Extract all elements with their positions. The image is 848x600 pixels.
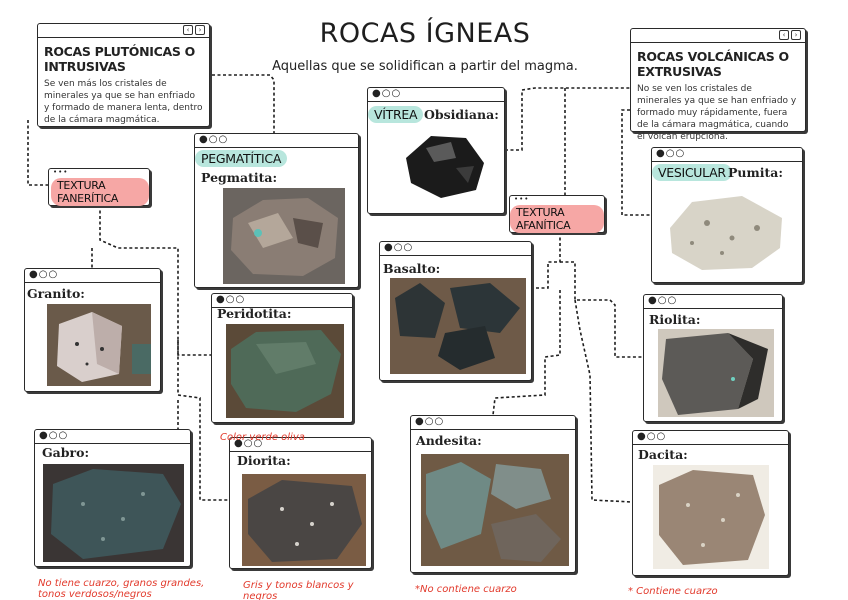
faneritica-window: ••• TEXTURA FANERÍTICA <box>48 168 150 206</box>
gabro-label: Gabro: <box>42 445 89 460</box>
diorita-note: Gris y tonos blancos y negros <box>243 580 383 600</box>
obsidiana-label: Obsidiana: <box>424 107 499 122</box>
window-titlebar: ●○○ <box>633 431 788 445</box>
faneritica-tag: TEXTURA FANERÍTICA <box>51 178 149 206</box>
volcanic-heading: ROCAS VOLCÁNICAS O EXTRUSIVAS <box>637 49 805 79</box>
window-titlebar: ●○○ <box>380 242 531 256</box>
peridotita-note: Color verde oliva <box>220 432 305 443</box>
pegmatita-label: Pegmatita: <box>201 170 277 185</box>
diorita-photo <box>242 474 366 566</box>
pumita-label: Pumita: <box>728 165 783 180</box>
window-forward-icon: › <box>195 25 205 35</box>
window-titlebar: ‹ › <box>631 29 805 43</box>
volcanic-info-window: ‹ › ROCAS VOLCÁNICAS O EXTRUSIVAS No se … <box>630 28 806 132</box>
pegmatitica-tag: PEGMATÍTICA <box>195 150 287 167</box>
andesita-note: *No contiene cuarzo <box>415 584 517 595</box>
window-back-icon: ‹ <box>183 25 193 35</box>
riolita-window: ●○○ Riolita: <box>643 294 783 422</box>
riolita-photo <box>658 329 774 417</box>
obsidiana-window: ●○○ VÍTREA Obsidiana: <box>367 87 505 214</box>
window-titlebar: ●○○ <box>644 295 782 309</box>
granito-window: ●○○ Granito: <box>24 268 161 392</box>
andesita-label: Andesita: <box>416 433 482 448</box>
obsidiana-photo <box>396 128 491 203</box>
basalto-label: Basalto: <box>383 261 440 276</box>
diorita-window: ●○○ Diorita: <box>229 437 372 569</box>
diorita-label: Diorita: <box>237 453 291 468</box>
granito-label: Granito: <box>27 286 85 301</box>
pumita-photo <box>662 188 790 276</box>
window-titlebar: ••• <box>49 169 149 177</box>
window-titlebar: ●○○ <box>195 134 358 148</box>
window-titlebar: ●○○ <box>652 148 802 162</box>
window-titlebar: ●○○ <box>411 416 575 430</box>
afanitica-tag: TEXTURA AFANÍTICA <box>510 205 604 233</box>
andesita-window: ●○○ Andesita: <box>410 415 576 573</box>
dacita-window: ●○○ Dacita: <box>632 430 789 576</box>
peridotita-label: Peridotita: <box>217 306 291 321</box>
granito-photo <box>47 304 151 386</box>
window-titlebar: ‹ › <box>38 24 209 38</box>
page-subtitle: Aquellas que se solidifican a partir del… <box>230 59 620 74</box>
window-titlebar: ••• <box>510 196 604 204</box>
window-back-icon: ‹ <box>779 30 789 40</box>
window-titlebar: ●○○ <box>25 269 160 283</box>
vesicular-tag: VESICULAR <box>652 164 732 181</box>
dacita-photo <box>653 465 769 569</box>
gabro-photo <box>43 464 184 562</box>
peridotita-photo <box>226 324 344 418</box>
gabro-note: No tiene cuarzo, granos grandes, tonos v… <box>38 578 218 600</box>
plutonic-description: Se ven más los cristales de minerales ya… <box>44 78 203 126</box>
pumita-window: ●○○ VESICULAR Pumita: <box>651 147 803 283</box>
pegmatita-window: ●○○ PEGMATÍTICA Pegmatita: <box>194 133 359 288</box>
riolita-label: Riolita: <box>649 312 700 327</box>
pegmatita-photo <box>223 188 345 284</box>
basalto-photo <box>390 278 526 374</box>
peridotita-window: ●○○ Peridotita: <box>211 293 353 423</box>
dacita-label: Dacita: <box>638 447 688 462</box>
window-titlebar: ●○○ <box>35 430 190 444</box>
basalto-window: ●○○ Basalto: <box>379 241 532 381</box>
afanitica-window: ••• TEXTURA AFANÍTICA <box>509 195 605 233</box>
window-forward-icon: › <box>791 30 801 40</box>
plutonic-info-window: ‹ › ROCAS PLUTÓNICAS O INTRUSIVAS Se ven… <box>37 23 210 127</box>
window-titlebar: ●○○ <box>368 88 504 102</box>
vitrea-tag: VÍTREA <box>368 106 423 123</box>
volcanic-description: No se ven los cristales de minerales ya … <box>637 83 799 143</box>
dacita-note: * Contiene cuarzo <box>628 586 718 597</box>
page-title: ROCAS ÍGNEAS <box>300 18 550 49</box>
plutonic-heading: ROCAS PLUTÓNICAS O INTRUSIVAS <box>44 44 209 74</box>
andesita-photo <box>421 454 569 566</box>
gabro-window: ●○○ Gabro: <box>34 429 191 567</box>
